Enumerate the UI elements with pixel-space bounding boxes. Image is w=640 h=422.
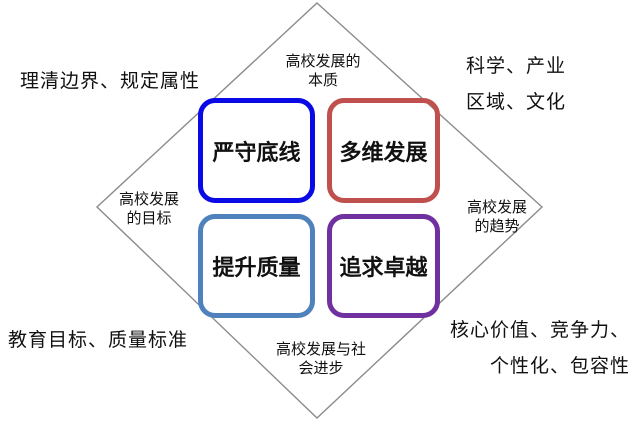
quadrant-label-top-right: 多维发展 <box>339 140 428 166</box>
inner-label-right-line1: 高校发展 <box>466 198 527 216</box>
inner-label-left: 高校发展 的目标 <box>104 190 194 228</box>
quadrant-box-top-right: 多维发展 <box>327 98 440 203</box>
outer-label-top-right: 科学、产业 区域、文化 <box>466 48 566 120</box>
outer-label-bottom-right-line2: 个性化、包容性 <box>489 355 630 377</box>
outer-label-bottom-right-line1: 核心价值、竞争力、 <box>449 319 630 341</box>
inner-label-left-line1: 高校发展 <box>118 190 179 208</box>
quadrant-label-bottom-right: 追求卓越 <box>339 256 428 281</box>
inner-label-right-line2: 的趋势 <box>474 217 520 235</box>
quadrant-box-bottom-right: 追求卓越 <box>327 214 440 318</box>
outer-label-bottom-right: 核心价值、竞争力、 个性化、包容性 <box>430 312 630 384</box>
quadrant-box-bottom-left: 提升质量 <box>198 214 315 318</box>
inner-label-right: 高校发展 的趋势 <box>452 198 542 236</box>
inner-label-top-line2: 本质 <box>307 71 338 89</box>
quadrant-box-top-left: 严守底线 <box>198 98 315 203</box>
outer-label-top-right-line1: 科学、产业 <box>466 55 567 77</box>
inner-label-bottom: 高校发展与社 会进步 <box>256 340 386 378</box>
inner-label-bottom-line1: 高校发展与社 <box>275 340 366 358</box>
inner-label-top-line1: 高校发展的 <box>285 52 361 70</box>
quadrant-label-top-left: 严守底线 <box>212 140 301 166</box>
inner-label-left-line2: 的目标 <box>126 209 172 227</box>
outer-label-top-left: 理清边界、规定属性 <box>20 70 201 92</box>
inner-label-top: 高校发展的 本质 <box>268 52 378 90</box>
inner-label-bottom-line2: 会进步 <box>298 359 344 377</box>
outer-label-bottom-left: 教育目标、质量标准 <box>8 329 189 351</box>
quadrant-label-bottom-left: 提升质量 <box>212 256 301 281</box>
outer-label-top-right-line2: 区域、文化 <box>466 91 567 113</box>
